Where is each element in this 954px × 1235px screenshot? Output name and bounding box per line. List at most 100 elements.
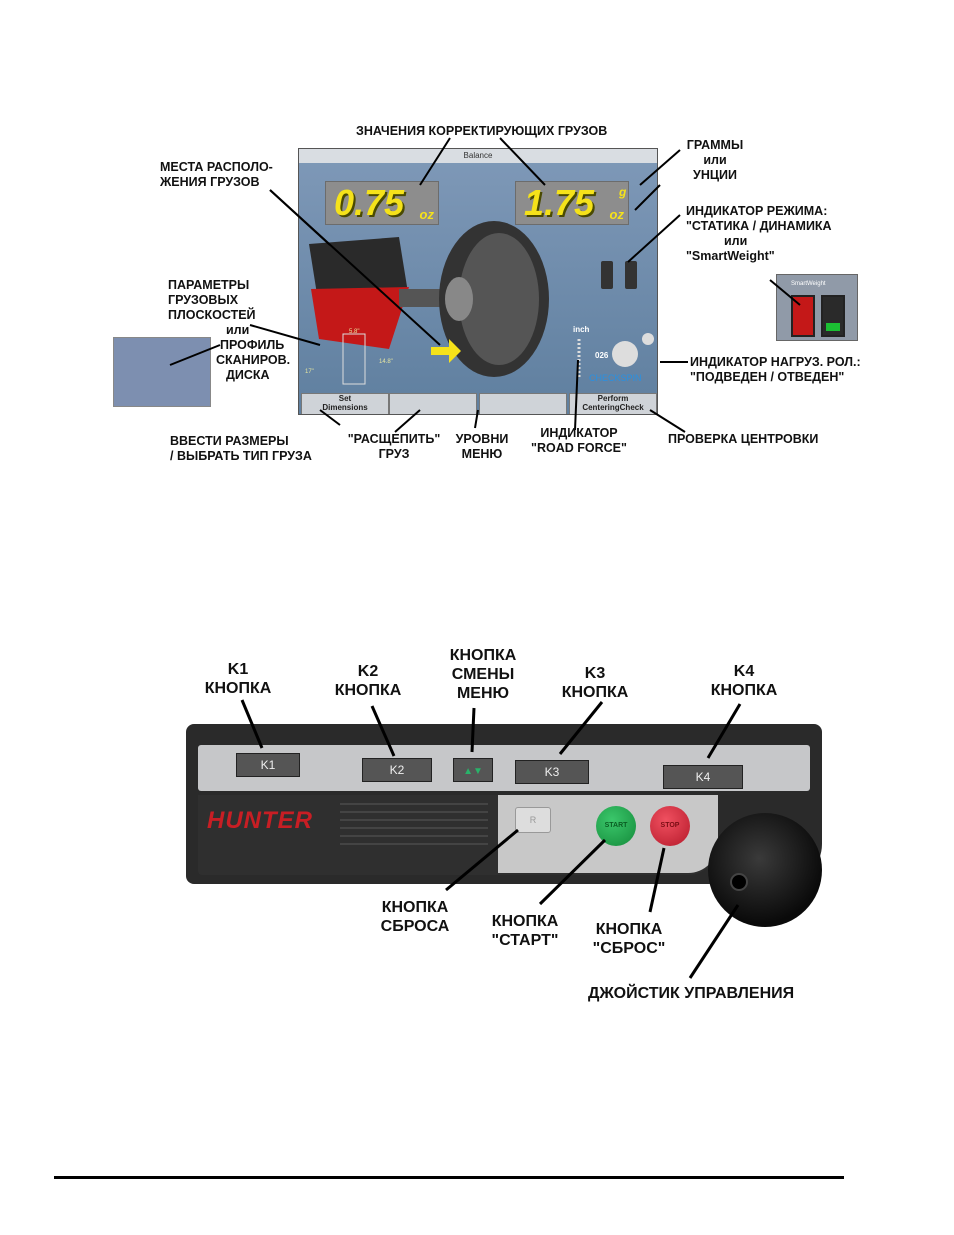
- road-force-value: 026: [595, 351, 609, 360]
- label-k3-line1: K3: [584, 665, 606, 682]
- label-reset-line1: КНОПКА: [381, 899, 449, 916]
- k3-button[interactable]: K3: [515, 760, 589, 784]
- k1-button[interactable]: K1: [236, 753, 300, 777]
- label-enter-dims-line2: / ВЫБРАТЬ ТИП ГРУЗА: [170, 449, 312, 463]
- smartweight-label: SmartWeight: [791, 281, 826, 287]
- menu-change-button[interactable]: ▲▼: [453, 758, 493, 782]
- static-indicator: [601, 261, 613, 289]
- label-mode-line2: "СТАТИКА / ДИНАМИКА: [686, 219, 832, 233]
- balancer-hood: [311, 287, 409, 349]
- label-stop: КНОПКА "СБРОС": [586, 920, 672, 958]
- label-enter-dims-line1: ВВЕСТИ РАЗМЕРЫ: [170, 434, 289, 448]
- label-plane-line4: или: [226, 323, 250, 337]
- label-menu-levels-line1: УРОВНИ: [455, 432, 509, 446]
- label-weight-locations: МЕСТА РАСПОЛО- ЖЕНИЯ ГРУЗОВ: [160, 160, 273, 190]
- label-k2-line2: КНОПКА: [334, 682, 402, 699]
- label-plane-params: ПАРАМЕТРЫ ГРУЗОВЫХ ПЛОСКОСТЕЙ или ПРОФИЛ…: [168, 278, 290, 383]
- softkey-split-left[interactable]: [389, 393, 477, 414]
- label-roller-line2: "ПОДВЕДЕН / ОТВЕДЕН": [690, 370, 845, 384]
- label-start: КНОПКА "СТАРТ": [482, 912, 568, 950]
- softkey-set-dimensions-line2: Dimensions: [322, 403, 368, 412]
- label-k3-line2: КНОПКА: [561, 684, 629, 701]
- label-road-force: ИНДИКАТОР "ROAD FORCE": [524, 426, 634, 456]
- smartweight-red-light: [791, 295, 815, 337]
- weight-right-display: 1.75 oz: [515, 181, 629, 225]
- label-menu-change-line1: КНОПКА: [449, 647, 517, 664]
- dim-a: 5.8": [349, 329, 360, 335]
- hunter-logo: HUNTER: [207, 807, 313, 834]
- rim: [445, 277, 473, 321]
- label-mode-indicator: ИНДИКАТОР РЕЖИМА: "СТАТИКА / ДИНАМИКА ил…: [686, 204, 832, 264]
- label-split-line1: "РАСЩЕПИТЬ": [347, 432, 441, 446]
- dim-b: 14.8": [379, 359, 393, 365]
- label-plane-line3: ПЛОСКОСТЕЙ: [168, 308, 256, 322]
- softkey-set-dimensions[interactable]: Set Dimensions: [301, 393, 389, 414]
- dim-c: 17": [305, 369, 314, 375]
- smartweight-green-light: [821, 295, 845, 337]
- label-menu-change: КНОПКА СМЕНЫ МЕНЮ: [440, 646, 526, 703]
- joystick[interactable]: [708, 813, 822, 927]
- label-enter-dims: ВВЕСТИ РАЗМЕРЫ / ВЫБРАТЬ ТИП ГРУЗА: [170, 434, 312, 464]
- label-mode-line4: "SmartWeight": [686, 249, 775, 263]
- screen-title: Balance: [299, 149, 657, 163]
- label-k4: K4 КНОПКА: [706, 662, 782, 700]
- label-menu-levels: УРОВНИ МЕНЮ: [452, 432, 512, 462]
- label-menu-change-line3: МЕНЮ: [456, 685, 510, 702]
- dynamic-indicator: [625, 261, 637, 289]
- label-plane-line5: ПРОФИЛЬ: [220, 338, 285, 352]
- label-centering-check: ПРОВЕРКА ЦЕНТРОВКИ: [668, 432, 819, 446]
- checkspin-label: CHECKSPIN: [589, 373, 642, 383]
- weight-right-unit: oz: [609, 207, 624, 222]
- label-plane-line2: ГРУЗОВЫХ: [168, 293, 239, 307]
- softkey-set-dimensions-line1: Set: [338, 394, 352, 403]
- label-k1-line1: K1: [227, 661, 249, 678]
- label-weight-locations-line1: МЕСТА РАСПОЛО-: [160, 160, 273, 174]
- start-button[interactable]: START: [596, 806, 636, 846]
- label-plane-line7: ДИСКА: [226, 368, 270, 382]
- roller-indicator-light: [642, 333, 654, 345]
- label-correcting-weights: ЗНАЧЕНИЯ КОРРЕКТИРУЮЩИХ ГРУЗОВ: [356, 124, 608, 138]
- label-mode-line3: или: [724, 234, 748, 248]
- label-start-line1: КНОПКА: [491, 913, 559, 930]
- label-reset: КНОПКА СБРОСА: [372, 898, 458, 936]
- label-k2-line1: K2: [357, 663, 379, 680]
- location-arrow: [431, 339, 461, 363]
- label-roller-indicator: ИНДИКАТОР НАГРУЗ. РОЛ.: "ПОДВЕДЕН / ОТВЕ…: [690, 355, 861, 385]
- k2-button[interactable]: K2: [362, 758, 432, 782]
- label-k1-line2: КНОПКА: [204, 680, 272, 697]
- softkey-split-right[interactable]: [479, 393, 567, 414]
- road-force-unit: inch: [573, 325, 590, 334]
- label-mode-line1: ИНДИКАТОР РЕЖИМА:: [686, 204, 828, 218]
- stop-button[interactable]: STOP: [650, 806, 690, 846]
- label-grams-line3: УНЦИИ: [693, 168, 737, 182]
- tire-tread: [459, 233, 539, 365]
- label-split-line2: ГРУЗ: [378, 447, 410, 461]
- label-road-force-line1: ИНДИКАТОР: [540, 426, 618, 440]
- bottom-rule: [54, 1176, 844, 1179]
- k4-button[interactable]: K4: [663, 765, 743, 789]
- label-road-force-line2: "ROAD FORCE": [531, 441, 627, 455]
- label-menu-levels-line2: МЕНЮ: [461, 447, 503, 461]
- label-grams-ounces: ГРАММЫ или УНЦИИ: [684, 138, 746, 183]
- label-start-line2: "СТАРТ": [491, 932, 559, 949]
- label-stop-line1: КНОПКА: [595, 921, 663, 938]
- label-weight-locations-line2: ЖЕНИЯ ГРУЗОВ: [160, 175, 260, 189]
- label-k3: K3 КНОПКА: [557, 664, 633, 702]
- label-reset-line2: СБРОСА: [380, 918, 450, 935]
- reset-button[interactable]: R: [515, 807, 551, 833]
- softkey-centering-line2: CenteringCheck: [582, 403, 644, 412]
- label-grams-line1: ГРАММЫ: [686, 138, 744, 152]
- label-k2: K2 КНОПКА: [330, 662, 406, 700]
- softkey-centering-check[interactable]: Perform CenteringCheck: [569, 393, 657, 414]
- balance-screen: Balance 0.75 oz 1.75 oz g inch 026 CHECK…: [298, 148, 658, 415]
- joystick-hole: [730, 873, 748, 891]
- label-plane-line1: ПАРАМЕТРЫ: [168, 278, 250, 292]
- smartweight-inset: SmartWeight: [776, 274, 858, 341]
- label-k4-line2: КНОПКА: [710, 682, 778, 699]
- weight-right-value: 1.75: [524, 182, 595, 223]
- label-roller-line1: ИНДИКАТОР НАГРУЗ. РОЛ.:: [690, 355, 861, 369]
- softkey-centering-line1: Perform: [597, 394, 629, 403]
- up-down-arrows-icon: ▲▼: [463, 766, 483, 777]
- label-k4-line1: K4: [733, 663, 755, 680]
- label-split: "РАСЩЕПИТЬ" ГРУЗ: [344, 432, 444, 462]
